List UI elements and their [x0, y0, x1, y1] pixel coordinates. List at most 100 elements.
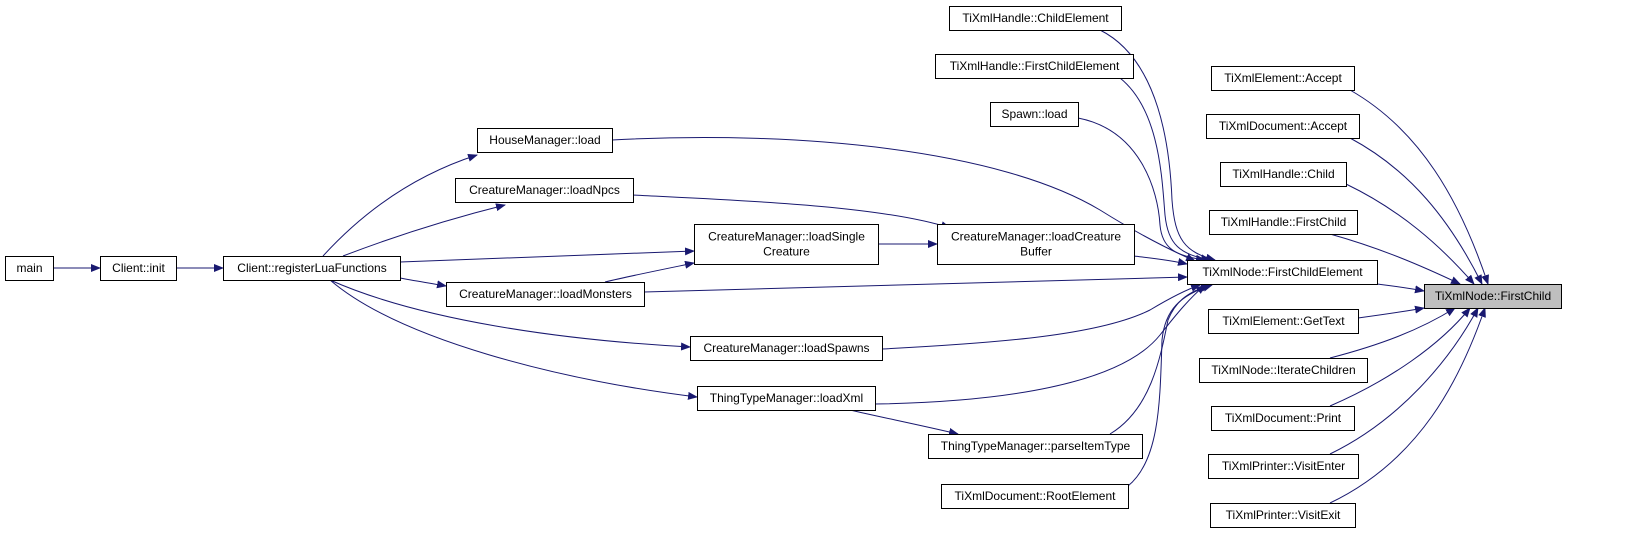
- node-box: [690, 336, 883, 361]
- node-box: [937, 224, 1135, 265]
- node-box: [1199, 358, 1368, 383]
- node-box: [949, 6, 1122, 31]
- edge-parseitem-to-firstchildelement: [1109, 283, 1211, 435]
- node-box: [100, 256, 177, 281]
- edge-spawnload-to-firstchildelement: [1077, 117, 1206, 263]
- node-label: TiXmlHandle::ChildElement: [962, 11, 1109, 25]
- node-loadmonsters[interactable]: CreatureManager::loadMonsters: [446, 282, 645, 307]
- node-box: [477, 128, 613, 153]
- node-loadxml[interactable]: ThingTypeManager::loadXml: [697, 386, 876, 411]
- node-box: [941, 484, 1129, 509]
- node-box: [5, 256, 54, 281]
- node-docaccept[interactable]: TiXmlDocument::Accept: [1206, 114, 1360, 139]
- node-label: Client::registerLuaFunctions: [237, 261, 386, 275]
- edge-visitenter-to-firstchild: [1329, 307, 1479, 455]
- node-loadnpcs[interactable]: CreatureManager::loadNpcs: [455, 178, 634, 203]
- node-label: TiXmlDocument::Accept: [1219, 119, 1348, 133]
- node-spawnload[interactable]: Spawn::load: [990, 102, 1079, 127]
- edge-hchildelement-to-firstchildelement: [1099, 29, 1216, 262]
- node-label: TiXmlNode::FirstChild: [1435, 289, 1551, 303]
- edge-elemaccept-to-firstchild: [1349, 89, 1489, 285]
- node-parseitem[interactable]: ThingTypeManager::parseItemType: [928, 434, 1143, 459]
- node-label: ThingTypeManager::parseItemType: [941, 439, 1131, 453]
- node-box: [694, 224, 879, 265]
- edge-loadnpcs-to-loadbuffer: [632, 194, 951, 229]
- node-label: CreatureManager::loadMonsters: [459, 287, 632, 301]
- node-loadspawns[interactable]: CreatureManager::loadSpawns: [690, 336, 883, 361]
- node-hchildelement[interactable]: TiXmlHandle::ChildElement: [949, 6, 1122, 31]
- node-rootelement[interactable]: TiXmlDocument::RootElement: [941, 484, 1129, 509]
- node-box: [1187, 260, 1378, 285]
- node-label: TiXmlNode::IterateChildren: [1211, 363, 1355, 377]
- node-hfirstchildelement[interactable]: TiXmlHandle::FirstChildElement: [935, 54, 1134, 79]
- node-iterate[interactable]: TiXmlNode::IterateChildren: [1199, 358, 1368, 383]
- edge-docprint-to-firstchild: [1329, 307, 1471, 407]
- edge-reglua-to-loadxml: [329, 279, 698, 400]
- node-label: TiXmlHandle::Child: [1232, 167, 1334, 181]
- node-label: Client::init: [112, 261, 165, 275]
- node-box: [1208, 309, 1359, 334]
- node-label: CreatureManager::loadSingle: [708, 230, 865, 244]
- node-main[interactable]: main: [5, 256, 54, 281]
- node-box: [1206, 114, 1360, 139]
- edge-reglua-to-loadspawns: [329, 279, 691, 351]
- edge-houseload-to-firstchildelement: [611, 137, 1196, 262]
- edge-loadxml-to-firstchildelement: [874, 284, 1206, 405]
- edge-visitexit-to-firstchild: [1329, 307, 1486, 504]
- node-hfirstchild[interactable]: TiXmlHandle::FirstChild: [1209, 210, 1358, 235]
- node-label: ThingTypeManager::loadXml: [710, 391, 863, 405]
- node-box: [1210, 503, 1356, 528]
- node-label: CreatureManager::loadNpcs: [469, 183, 620, 197]
- edge-loadspawns-to-firstchildelement: [881, 284, 1201, 350]
- node-label: Buffer: [1020, 245, 1052, 259]
- node-elemaccept[interactable]: TiXmlElement::Accept: [1211, 66, 1355, 91]
- edge-reglua-to-loadmonsters: [399, 277, 447, 289]
- node-box: [935, 54, 1134, 79]
- node-label: CreatureManager::loadSpawns: [703, 341, 869, 355]
- node-houseload[interactable]: HouseManager::load: [477, 128, 613, 153]
- node-box: [455, 178, 634, 203]
- edge-hfirstchild-to-firstchild: [1329, 233, 1461, 285]
- node-label: TiXmlPrinter::VisitEnter: [1222, 459, 1345, 473]
- node-visitexit[interactable]: TiXmlPrinter::VisitExit: [1210, 503, 1356, 528]
- node-reglua[interactable]: Client::registerLuaFunctions: [223, 256, 401, 281]
- node-clientinit[interactable]: Client::init: [100, 256, 177, 281]
- node-box: [1424, 284, 1562, 309]
- node-label: Spawn::load: [1001, 107, 1067, 121]
- node-box: [1211, 406, 1355, 431]
- node-box: [1209, 210, 1358, 235]
- node-label: TiXmlElement::GetText: [1222, 314, 1345, 328]
- edge-iterate-to-firstchild: [1329, 307, 1456, 359]
- node-box: [928, 434, 1143, 459]
- edge-gettext-to-firstchild: [1357, 305, 1425, 319]
- edges: [53, 29, 1489, 504]
- node-firstchildelement[interactable]: TiXmlNode::FirstChildElement: [1187, 260, 1378, 285]
- node-label: TiXmlPrinter::VisitExit: [1226, 508, 1341, 522]
- node-label: TiXmlDocument::RootElement: [955, 489, 1117, 503]
- edge-docaccept-to-firstchild: [1349, 137, 1483, 285]
- edge-loadbuffer-to-firstchildelement: [1133, 255, 1188, 266]
- node-label: TiXmlNode::FirstChildElement: [1202, 265, 1363, 279]
- node-box: [1211, 66, 1355, 91]
- node-label: Creature: [763, 245, 810, 259]
- edge-loadmonsters-to-firstchildelement: [643, 273, 1188, 293]
- edge-reglua-to-houseload: [322, 153, 478, 257]
- edge-reglua-to-loadsingle: [399, 247, 695, 263]
- node-visitenter[interactable]: TiXmlPrinter::VisitEnter: [1208, 454, 1359, 479]
- node-docprint[interactable]: TiXmlDocument::Print: [1211, 406, 1355, 431]
- node-hchild[interactable]: TiXmlHandle::Child: [1220, 162, 1347, 187]
- node-box: [990, 102, 1079, 127]
- node-label: TiXmlHandle::FirstChild: [1221, 215, 1347, 229]
- node-box: [223, 256, 401, 281]
- node-label: TiXmlElement::Accept: [1224, 71, 1342, 85]
- node-label: HouseManager::load: [489, 133, 600, 147]
- node-label: TiXmlDocument::Print: [1225, 411, 1342, 425]
- node-firstchild[interactable]: TiXmlNode::FirstChild: [1424, 284, 1562, 309]
- node-label: main: [16, 261, 42, 275]
- node-label: TiXmlHandle::FirstChildElement: [950, 59, 1120, 73]
- node-gettext[interactable]: TiXmlElement::GetText: [1208, 309, 1359, 334]
- node-box: [446, 282, 645, 307]
